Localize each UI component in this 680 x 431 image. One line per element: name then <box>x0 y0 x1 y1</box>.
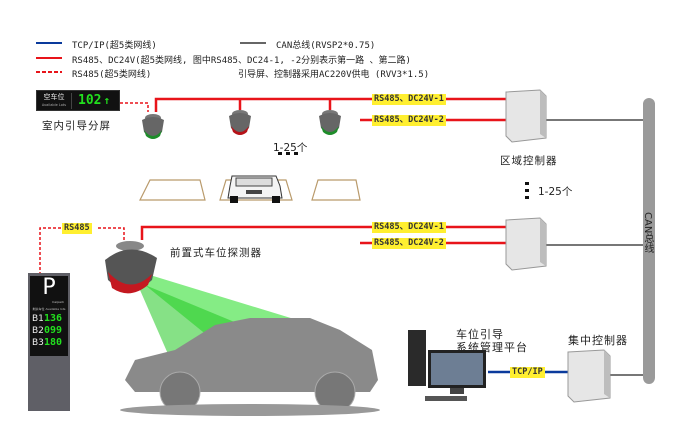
rs485-dashed-top <box>120 102 149 112</box>
mid-line-2-tag: RS485、DC24V-2 <box>372 238 446 249</box>
top-line-1-tag: RS485、DC24V-1 <box>372 94 446 105</box>
parking-space-1 <box>139 179 206 201</box>
legend-rs485-dc24v: RS485、DC24V(超5类网线, 图中RS485、DC24-1, -2分别表… <box>72 56 411 66</box>
outdoor-screen-sub: Carpark <box>52 300 64 304</box>
car-side-silhouette <box>120 318 380 416</box>
indoor-guidance-screen: 空车位 Available Lots 102 ↑ <box>36 90 120 111</box>
zone-controller-count: 1-25个 <box>538 186 573 198</box>
central-controller-caption: 集中控制器 <box>568 334 628 347</box>
central-controller <box>567 349 611 403</box>
zone-controller-1 <box>505 89 547 143</box>
outdoor-guidance-screen: P Carpark 剩余车位 Available lots B1 136 B2 … <box>30 276 68 356</box>
can-bus-label: CAN总线 <box>642 212 653 254</box>
legend-tcp-ip: TCP/IP(超5类网线) <box>72 41 157 51</box>
zone-controller-2 <box>505 217 547 271</box>
can-bus-bar <box>643 98 655 384</box>
rs485-dc24v-1-mid <box>140 225 506 240</box>
floor-row: B1 136 <box>32 313 63 324</box>
car-front-icon <box>227 175 283 203</box>
detector-count-label: 1-25个 <box>273 142 308 154</box>
parking-p-icon: P <box>42 275 56 300</box>
floor-row: B3 180 <box>32 337 63 348</box>
legend-can-bus: CAN总线(RVSP2*0.75) <box>276 41 376 51</box>
mid-line-1-tag: RS485、DC24V-1 <box>372 222 446 233</box>
parking-space-3 <box>311 179 361 201</box>
indoor-screen-caption: 室内引导分屏 <box>42 120 111 132</box>
outdoor-screen-header: 剩余车位 Available lots <box>32 307 66 311</box>
detector-green-1 <box>142 114 164 139</box>
legend-power-note: 引导屏、控制器采用AC220V供电 (RVV3*1.5) <box>238 70 430 80</box>
floor-row: B2 099 <box>32 325 63 336</box>
tcp-ip-tag: TCP/IP <box>510 367 545 378</box>
indoor-screen-label: 空车位 <box>43 92 65 101</box>
indoor-screen-count: 102 <box>78 93 102 108</box>
indoor-screen-label-en: Available Lots <box>41 102 67 107</box>
detector-green-2 <box>319 110 341 135</box>
detector-red <box>229 110 251 135</box>
computer-icon <box>408 330 486 401</box>
detector-caption: 前置式车位探测器 <box>170 247 262 259</box>
management-caption: 车位引导 系统管理平台 <box>456 328 528 354</box>
legend-rs485: RS485(超5类网线) <box>72 70 152 80</box>
zone-controller-caption: 区域控制器 <box>500 155 558 167</box>
rs485-tag: RS485 <box>62 223 92 234</box>
up-arrow-icon: ↑ <box>103 94 111 107</box>
top-line-2-tag: RS485、DC24V-2 <box>372 115 446 126</box>
